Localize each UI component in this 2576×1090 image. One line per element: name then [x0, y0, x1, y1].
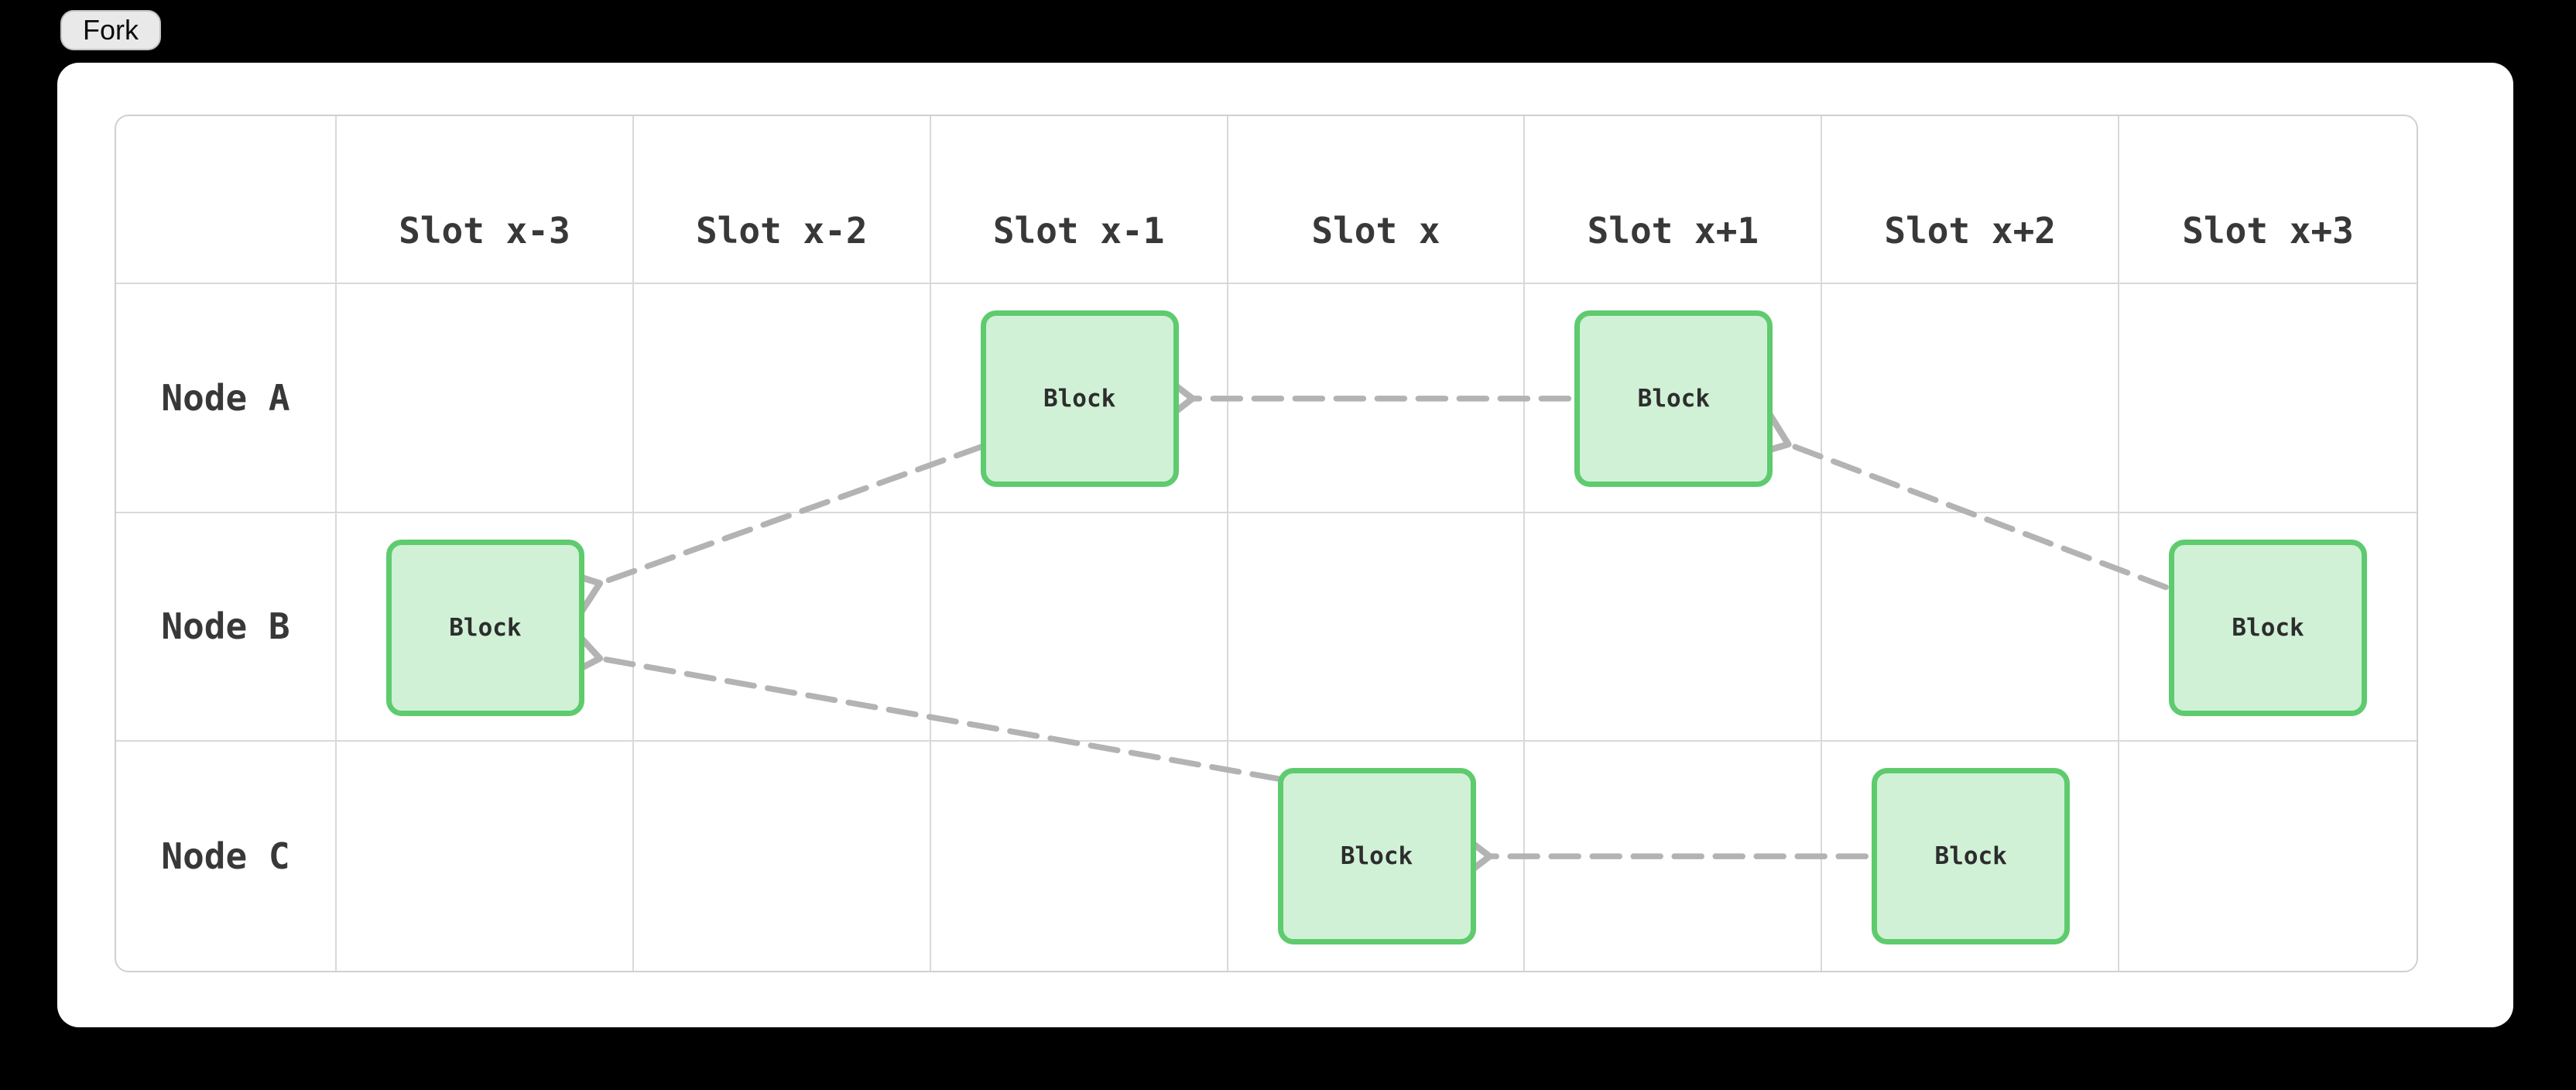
grid-cell-node-c-slot-x-plus-3 — [2119, 742, 2417, 971]
grid-cell-node-b-slot-x — [1228, 512, 1526, 742]
grid-cell-node-a-slot-x-2 — [633, 284, 931, 513]
column-header-slot-x: Slot x — [1228, 116, 1526, 284]
block-node-c-slot-x: Block — [1277, 768, 1476, 945]
row-label-node-b: Node B — [116, 512, 337, 742]
grid-cell-node-a-slot-x — [1228, 284, 1526, 513]
column-header-slot-x-plus-3: Slot x+3 — [2119, 116, 2417, 284]
grid-cell-node-b-slot-x-plus-1 — [1525, 512, 1823, 742]
grid-cell-node-a-slot-x-plus-1 — [1525, 284, 1823, 513]
block-node-c-slot-x-plus-2: Block — [1872, 768, 2071, 945]
block-label: Block — [1340, 842, 1413, 871]
block-node-a-slot-x-plus-1: Block — [1574, 310, 1773, 487]
block-label: Block — [449, 613, 522, 642]
grid-cell-node-b-slot-x-plus-2 — [1822, 512, 2120, 742]
grid-cell-node-c-slot-x-2 — [634, 742, 931, 971]
block-node-b-slot-x-plus-3: Block — [2169, 539, 2368, 716]
grid-cell-node-c-slot-x-1 — [931, 742, 1228, 971]
grid-cell-node-a-slot-x-3 — [337, 284, 634, 513]
fork-button[interactable]: Fork — [60, 10, 161, 50]
grid-cell-node-b-slot-x-1 — [930, 512, 1228, 742]
corner-cell — [116, 116, 337, 284]
column-header-slot-x-2: Slot x-2 — [633, 116, 931, 284]
block-label: Block — [1934, 842, 2007, 871]
column-header-slot-x-3: Slot x-3 — [337, 116, 634, 284]
column-header-slot-x-plus-2: Slot x+2 — [1822, 116, 2120, 284]
grid-cell-node-b-slot-x-2 — [633, 512, 931, 742]
block-label: Block — [2232, 613, 2304, 642]
block-node-b-slot-x-3: Block — [385, 539, 584, 716]
row-label-node-a: Node A — [116, 284, 337, 513]
grid-cell-node-a-slot-x-plus-2 — [1822, 284, 2120, 513]
grid-cell-node-c-slot-x-plus-2 — [1822, 742, 2120, 971]
row-label-node-c: Node C — [116, 742, 337, 971]
grid-cell-node-b-slot-x-3 — [337, 512, 634, 742]
grid-cell-node-a-slot-x-plus-3 — [2119, 284, 2417, 513]
block-node-a-slot-x-1: Block — [980, 310, 1179, 487]
block-label: Block — [1043, 384, 1116, 413]
column-header-slot-x-1: Slot x-1 — [930, 116, 1228, 284]
column-header-slot-x-plus-1: Slot x+1 — [1525, 116, 1823, 284]
grid-cell-node-b-slot-x-plus-3 — [2119, 513, 2417, 742]
grid-cell-node-c-slot-x-3 — [337, 742, 634, 971]
block-label: Block — [1637, 384, 1710, 413]
grid-cell-node-c-slot-x-plus-1 — [1525, 742, 1823, 971]
